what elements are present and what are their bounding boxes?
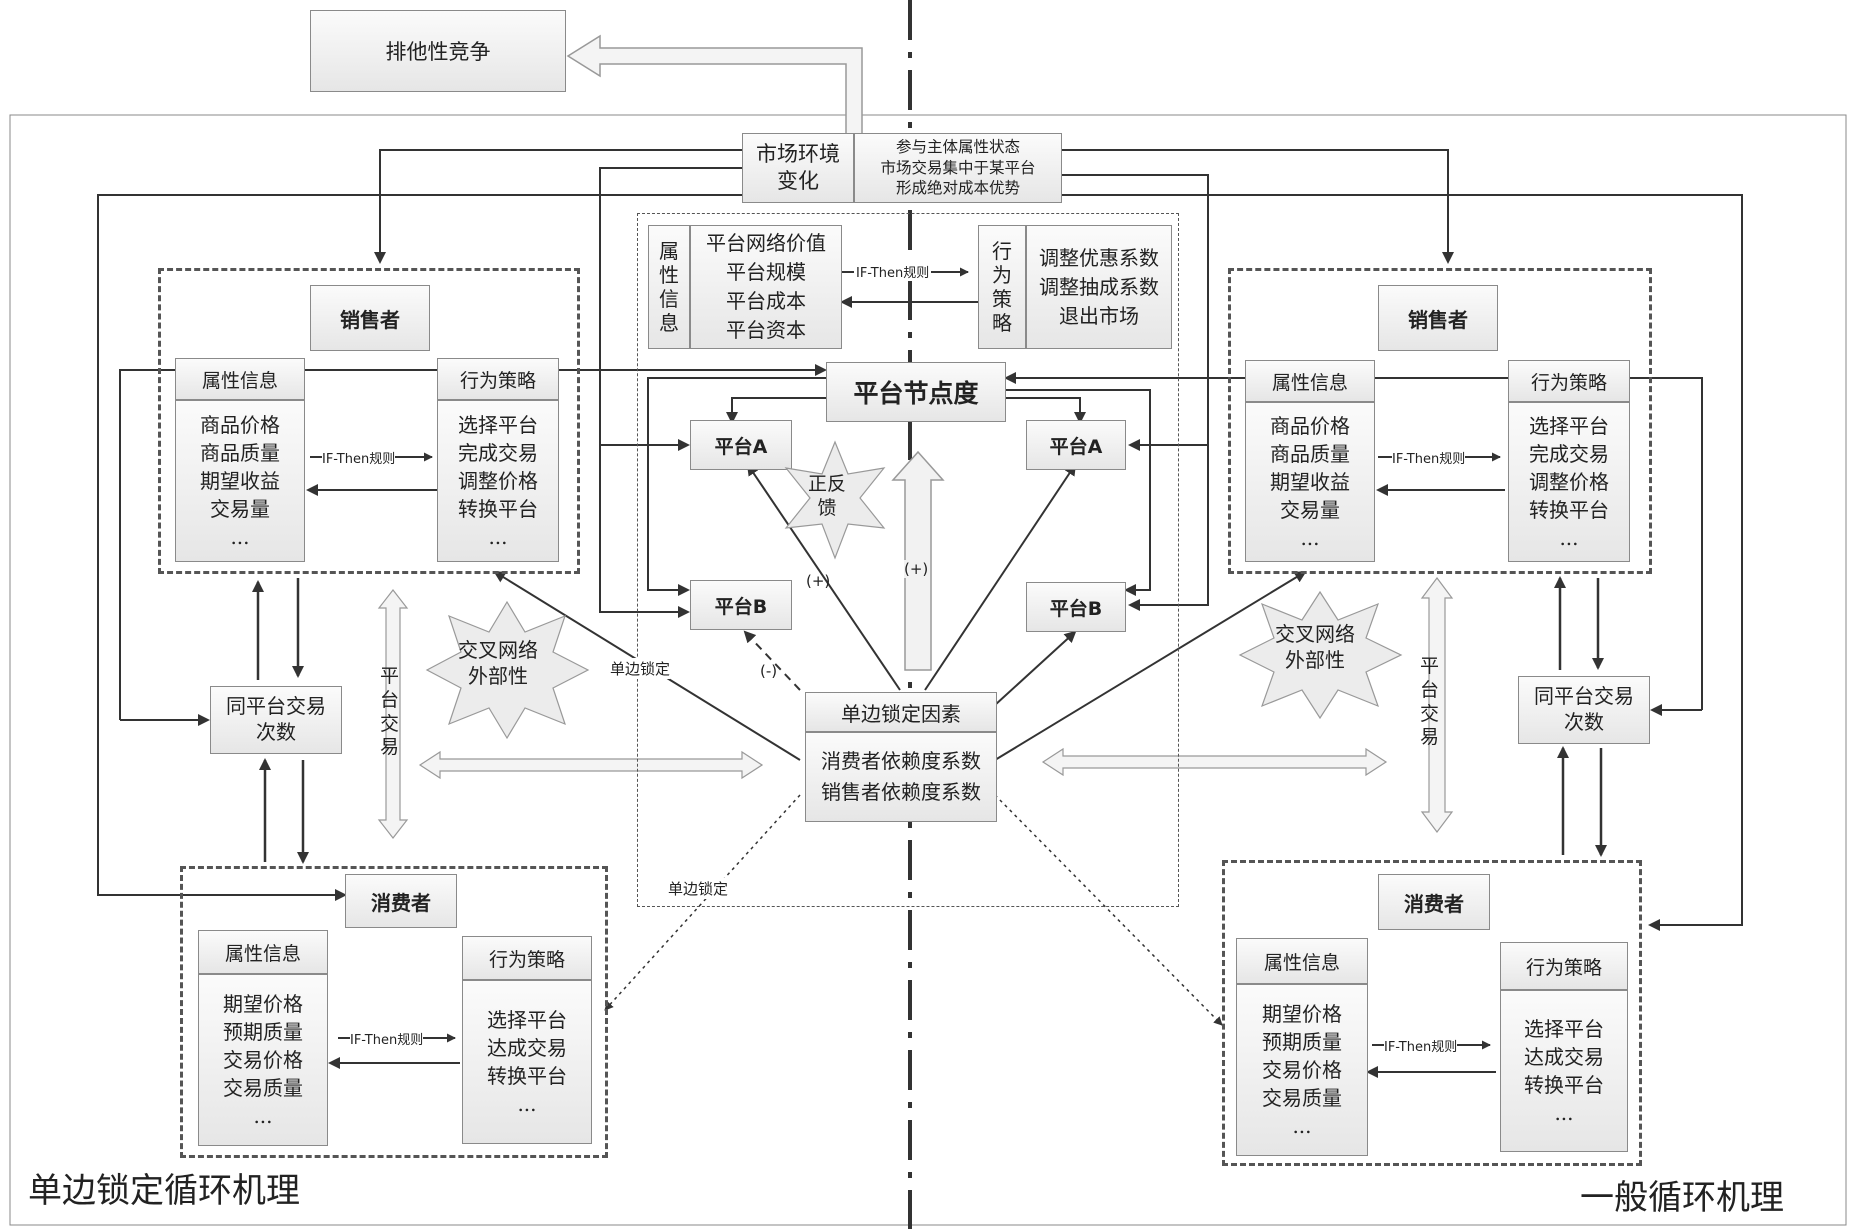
lock-label-lower: 单边锁定 [668,878,729,899]
market-conditions-box: 参与主体属性状态 市场交易集中于某平台 形成绝对成本优势 [854,133,1062,203]
left-seller-attr-list: 商品价格商品质量 期望收益交易量 ... [175,400,305,562]
left-consumer-title: 消费者 [345,874,457,928]
right-seller-title: 销售者 [1378,285,1498,351]
right-seller-attr-list: 商品价格商品质量 期望收益交易量 ... [1245,402,1375,562]
footer-left-label: 单边锁定循环机理 [28,1171,300,1211]
left-consumer-rule-label: IF-Then规则 [350,1029,424,1048]
left-seller-attr-title: 属性信息 [175,358,305,400]
platform-a-left: 平台A [690,420,792,470]
platform-strategy-list: 调整优惠系数调整抽成系数 退出市场 [1026,225,1172,349]
platform-trade-left-label: 平台 交易 [380,665,400,759]
right-consumer-group [1222,860,1642,1166]
right-consumer-strategy-list: 选择平台达成交易 转换平台... [1500,990,1628,1152]
lock-factor-items: 消费者依赖度系数销售者依赖度系数 [805,732,997,822]
left-consumer-attr-list: 期望价格预期质量 交易价格交易质量 ... [198,974,328,1146]
cross-network-right-label: 交叉网络外部性 [1275,622,1355,672]
right-seller-rule-label: IF-Then规则 [1392,448,1466,467]
left-consumer-strategy-title: 行为策略 [462,936,592,980]
feedback-star-icon [784,440,886,560]
platform-b-left: 平台B [690,580,792,630]
plus-sign-center: (+) [904,560,929,578]
platform-attr-label: 属性 信息 [648,225,690,349]
right-consumer-strategy-title: 行为策略 [1500,942,1628,990]
lock-label-upper: 单边锁定 [610,658,671,679]
exclusive-arrow [566,34,863,141]
right-seller-strategy-title: 行为策略 [1508,360,1630,402]
footer-right-label: 一般循环机理 [1580,1178,1784,1218]
lock-factor-title: 单边锁定因素 [805,692,997,732]
outer-frame [9,114,1847,1226]
market-env-change-box: 市场环境变化 [742,133,854,203]
left-consumer-strategy-list: 选择平台达成交易 转换平台... [462,980,592,1144]
platform-strategy-label: 行为 策略 [978,225,1026,349]
left-seller-group [158,268,580,574]
platform-attr-list: 平台网络价值平台规模 平台成本平台资本 [690,225,842,349]
right-consumer-title: 消费者 [1378,874,1490,930]
same-platform-trade-right: 同平台交易次数 [1518,676,1650,744]
right-consumer-rule-label: IF-Then规则 [1384,1036,1458,1055]
left-seller-strategy-list: 选择平台完成交易 调整价格转换平台 ... [437,400,559,562]
platform-b-right: 平台B [1026,582,1126,632]
platform-rule-label: IF-Then规则 [854,262,932,281]
left-consumer-group [180,866,608,1158]
left-seller-strategy-title: 行为策略 [437,358,559,400]
right-consumer-attr-list: 期望价格预期质量 交易价格交易质量 ... [1236,984,1368,1156]
left-seller-rule-label: IF-Then规则 [322,448,396,467]
feedback-label: 正反馈 [808,473,847,520]
right-seller-strategy-list: 选择平台完成交易 调整价格转换平台 ... [1508,402,1630,562]
platform-trade-right-label: 平台 交易 [1420,655,1440,749]
platform-zone [637,213,1179,907]
right-seller-attr-title: 属性信息 [1245,360,1375,402]
cross-network-star-left-icon [425,600,590,740]
exclusive-competition-box: 排他性竞争 [310,10,566,92]
left-seller-title: 销售者 [310,285,430,351]
cross-network-star-right-icon [1238,590,1403,720]
platform-a-right: 平台A [1026,420,1126,470]
right-consumer-attr-title: 属性信息 [1236,938,1368,984]
same-platform-trade-left: 同平台交易次数 [210,686,342,754]
cross-network-left-label: 交叉网络外部性 [458,638,538,688]
left-consumer-attr-title: 属性信息 [198,930,328,974]
plus-sign-a: (+) [806,572,831,590]
platform-node-degree: 平台节点度 [826,362,1006,422]
right-seller-group [1228,268,1652,574]
minus-sign: (-) [760,662,778,680]
